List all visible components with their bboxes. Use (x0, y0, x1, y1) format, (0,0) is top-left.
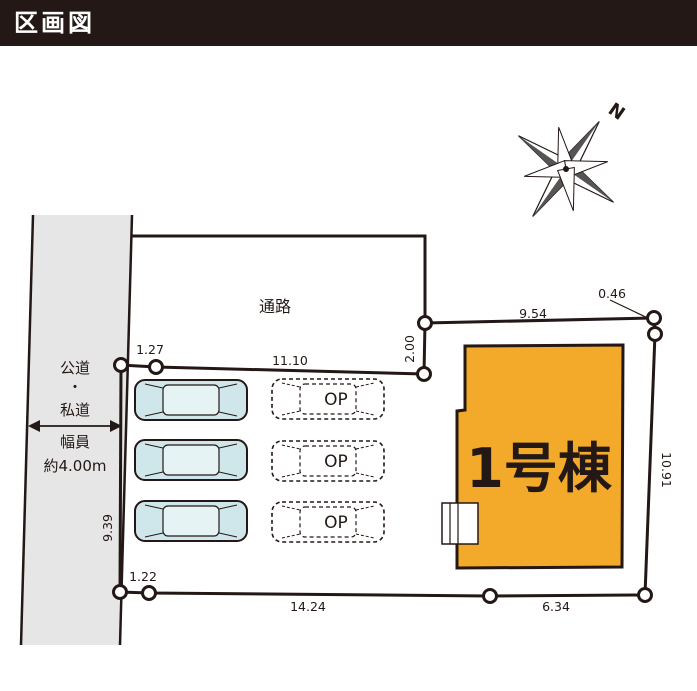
boundary-marker (637, 587, 653, 603)
op-label: OP (324, 452, 348, 472)
dimension-labels: 1.27 11.10 2.00 9.54 0.46 10.91 9.39 1.2… (100, 286, 674, 614)
road-label-line5: 約4.00m (43, 457, 106, 475)
boundary-marker (417, 315, 433, 331)
dim-upper-right-top: 9.54 (519, 306, 547, 321)
car-window-line (218, 411, 238, 417)
optional-parking: OP OP OP (271, 378, 385, 543)
car-window-line (355, 410, 375, 416)
car-window-line (355, 472, 375, 478)
boundary-marker (112, 584, 128, 600)
compass-rose-icon (518, 121, 614, 217)
car-window-line (144, 443, 164, 449)
passage-boundary (132, 234, 427, 323)
road-area (21, 215, 132, 645)
dim-passage-step: 2.00 (402, 335, 417, 363)
car-window-line (218, 532, 238, 538)
car-window-line (144, 532, 164, 538)
car-window-line (281, 444, 301, 450)
dim-left-side: 9.39 (100, 514, 115, 542)
road-left-edge (19, 214, 35, 646)
car-window-line (144, 504, 164, 510)
entrance-steps (441, 502, 479, 545)
car-window-line (218, 504, 238, 510)
boundary-marker (141, 585, 157, 601)
road-label-line3: 私道 (60, 401, 90, 419)
car-window-line (281, 410, 301, 416)
boundary-marker (148, 359, 164, 375)
boundary-marker (647, 326, 663, 342)
dim-upper-right-corner: 0.46 (598, 286, 626, 301)
road-right-edge (118, 214, 134, 646)
lot-left-edge (118, 364, 123, 593)
building-label: 1号棟 (466, 437, 613, 500)
passage-step-line (422, 322, 427, 375)
car-window-line (144, 383, 164, 389)
parking-cars (134, 379, 248, 542)
car-window-line (281, 505, 301, 511)
road-label-line4: 幅員 (60, 433, 90, 451)
op-car-roof (299, 383, 357, 415)
passage-label: 通路 (259, 297, 291, 316)
dim-top-long: 11.10 (272, 353, 308, 368)
car-roof (162, 384, 220, 416)
dim-right-side: 10.91 (659, 452, 674, 488)
boundary-markers (112, 310, 663, 604)
page-title: 区画図 (14, 8, 95, 37)
car-window-line (218, 471, 238, 477)
boundary-marker (113, 357, 129, 373)
car-window-line (355, 533, 375, 539)
dim-bottom-long: 14.24 (290, 599, 326, 614)
car-roof (162, 505, 220, 537)
dim-bottom-right: 6.34 (542, 599, 570, 614)
car-window-line (144, 471, 164, 477)
op-car-roof (299, 445, 357, 477)
road-label-line1: 公道 (60, 359, 90, 377)
road-label-line2: ・ (67, 378, 82, 396)
car-window-line (144, 411, 164, 417)
north-label: N (604, 99, 628, 125)
dim-bottom-left-short: 1.22 (129, 569, 157, 584)
car-window-line (355, 505, 375, 511)
car-window-line (281, 533, 301, 539)
car-window-line (218, 383, 238, 389)
road-width-arrow (28, 420, 122, 432)
car-window-line (355, 444, 375, 450)
car-window-line (355, 382, 375, 388)
boundary-marker (646, 310, 662, 326)
car-window-line (281, 472, 301, 478)
lot-bottom-edge (119, 590, 646, 598)
boundary-marker (482, 588, 498, 604)
lot-top-right-edge (424, 316, 655, 325)
header-bar: 区画図 (0, 0, 697, 46)
car-roof (162, 444, 220, 476)
building-footprint (455, 343, 625, 570)
car-window-line (281, 382, 301, 388)
road-label: 公道 ・ 私道 幅員 約4.00m (43, 359, 106, 475)
car-window-line (218, 443, 238, 449)
lot-right-edge (643, 333, 657, 596)
corner-leader-line (609, 299, 653, 321)
op-label: OP (324, 390, 348, 410)
op-car-roof (299, 506, 357, 538)
boundary-marker (416, 366, 432, 382)
dim-top-left-short: 1.27 (136, 342, 164, 357)
op-label: OP (324, 513, 348, 533)
